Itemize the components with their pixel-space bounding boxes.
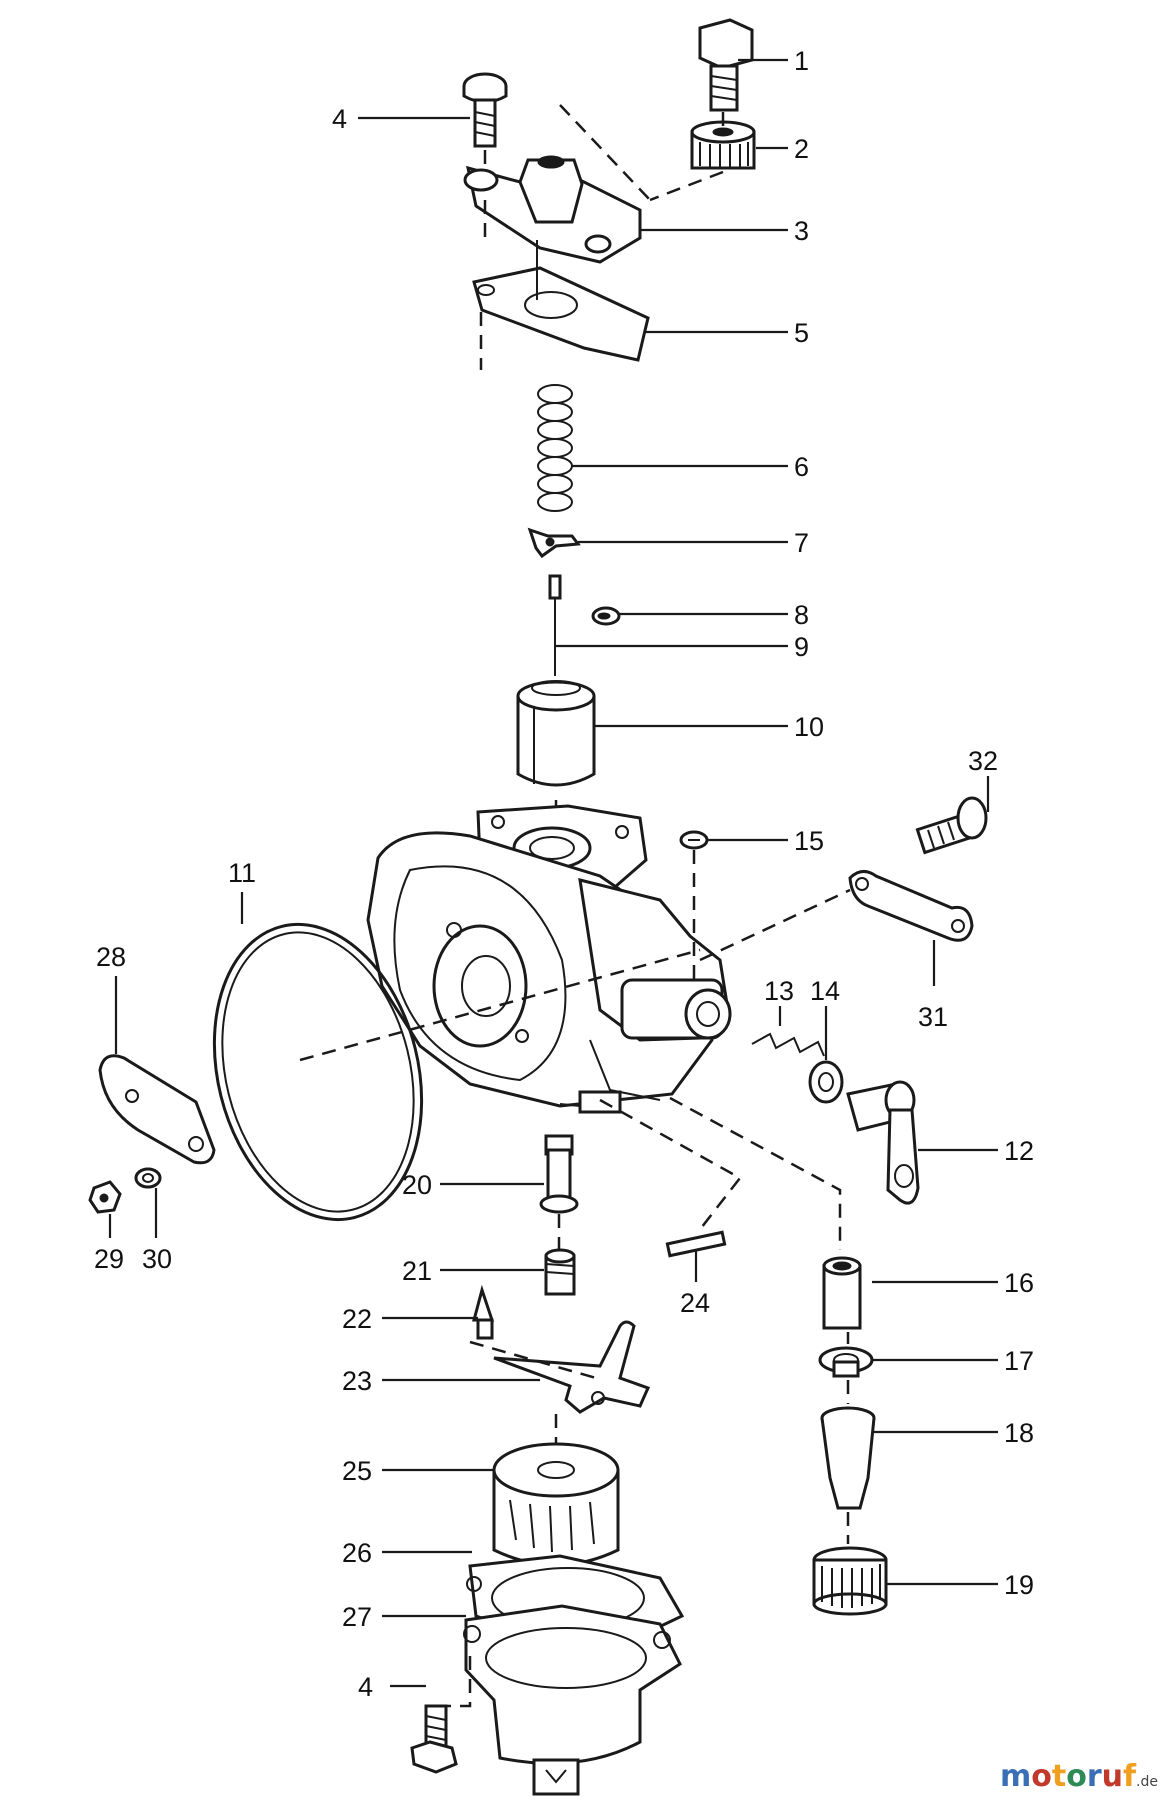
callout-29: 29 <box>94 1244 124 1274</box>
part-14-washer <box>808 1060 844 1104</box>
callout-9: 9 <box>794 632 809 662</box>
part-25-float <box>492 1442 620 1567</box>
part-27-float-bowl <box>463 1604 682 1796</box>
part-4-screw-bottom <box>410 1704 458 1774</box>
part-18-nozzle <box>820 1406 876 1510</box>
part-8-e-ring <box>591 606 621 626</box>
part-19-cap <box>812 1546 888 1616</box>
part-10-throttle-slide <box>516 680 596 787</box>
part-11-o-ring <box>212 922 424 1222</box>
callout-1: 1 <box>794 46 809 76</box>
callout-15: 15 <box>794 826 824 856</box>
callout-6: 6 <box>794 452 809 482</box>
wm-char: t <box>1052 1759 1066 1794</box>
part-6-spring <box>537 384 573 512</box>
callout-31: 31 <box>918 1002 948 1032</box>
watermark-suffix: .de <box>1136 1774 1158 1790</box>
part-7-clip <box>527 527 581 559</box>
callout-22: 22 <box>342 1304 372 1334</box>
part-22-float-needle <box>472 1284 495 1340</box>
callout-16: 16 <box>1004 1268 1034 1298</box>
wm-char: o <box>1066 1759 1087 1794</box>
callout-26: 26 <box>342 1538 372 1568</box>
part-1-bolt <box>698 18 754 112</box>
callout-27: 27 <box>342 1602 372 1632</box>
callout-25: 25 <box>342 1456 372 1486</box>
callout-30: 30 <box>142 1244 172 1274</box>
wm-char: u <box>1102 1759 1123 1794</box>
callout-5: 5 <box>794 318 809 348</box>
callout-28: 28 <box>96 942 126 972</box>
callout-8: 8 <box>794 600 809 630</box>
part-3-top-cover <box>463 155 642 264</box>
callout-18: 18 <box>1004 1418 1034 1448</box>
watermark-logo: motoruf .de <box>1000 1759 1158 1794</box>
part-13-spring <box>751 1032 825 1057</box>
callout-14: 14 <box>810 976 840 1006</box>
leader-lines <box>108 58 998 1688</box>
part-21-main-jet <box>544 1248 576 1296</box>
callout-2: 2 <box>794 134 809 164</box>
part-4-screw-top <box>462 72 508 148</box>
part-16-tube <box>822 1256 862 1330</box>
carburetor-body <box>366 804 732 1114</box>
part-24-pivot-pin <box>665 1230 727 1258</box>
part-32-pin <box>915 796 988 855</box>
callout-12: 12 <box>1004 1136 1034 1166</box>
callout-7: 7 <box>794 528 809 558</box>
wm-char: r <box>1087 1759 1102 1794</box>
part-31-lever <box>848 870 974 942</box>
callout-24: 24 <box>680 1288 710 1318</box>
callout-21: 21 <box>402 1256 432 1286</box>
callout-13: 13 <box>764 976 794 1006</box>
part-20-jet-holder <box>539 1134 579 1214</box>
callout-19: 19 <box>1004 1570 1034 1600</box>
wm-char: m <box>1000 1759 1031 1794</box>
callout-10: 10 <box>794 712 824 742</box>
part-5-gasket <box>472 240 650 362</box>
callout-23: 23 <box>342 1366 372 1396</box>
part-30-washer <box>134 1167 162 1189</box>
part-9-needle <box>548 574 562 676</box>
callout-32: 32 <box>968 746 998 776</box>
part-28-plate <box>98 1054 216 1165</box>
callout-20: 20 <box>402 1170 432 1200</box>
part-12-choke-valve <box>846 1080 920 1205</box>
part-23-float-arm <box>493 1320 651 1414</box>
part-15-screw <box>679 830 709 850</box>
callout-4-top: 4 <box>332 104 347 134</box>
part-2-knurled-nut <box>690 120 756 170</box>
callout-17: 17 <box>1004 1346 1034 1376</box>
callout-3: 3 <box>794 216 809 246</box>
callout-11: 11 <box>228 858 256 888</box>
part-29-nut <box>88 1180 122 1214</box>
wm-char: o <box>1031 1759 1052 1794</box>
wm-char: f <box>1123 1759 1137 1794</box>
callout-4-bottom: 4 <box>358 1672 373 1702</box>
part-17-washer <box>818 1346 874 1378</box>
svg-text:motoruf: motoruf <box>1000 1759 1137 1794</box>
callout-labels: 1 2 3 4 5 6 7 8 9 10 15 32 31 11 28 13 1… <box>94 46 1034 1702</box>
